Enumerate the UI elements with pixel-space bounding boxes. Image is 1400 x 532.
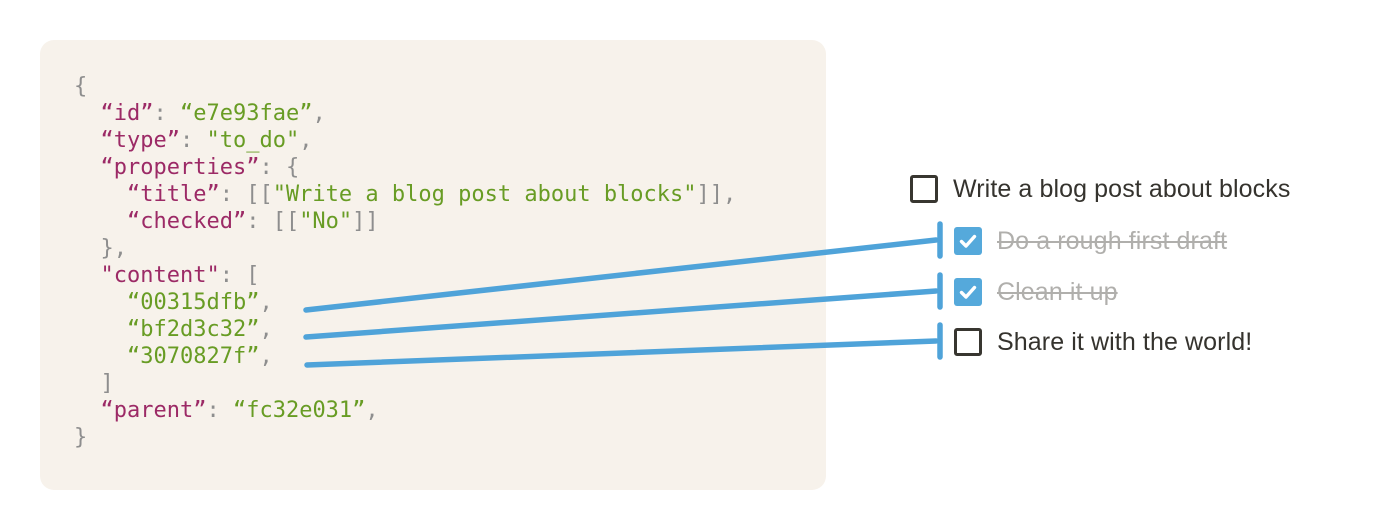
- todo-item-rough-draft: Do a rough first draft: [954, 226, 1227, 256]
- todo-label: Do a rough first draft: [997, 226, 1228, 255]
- json-code-text: { “id”: “e7e93fae”, “type”: "to_do", “pr…: [74, 74, 737, 450]
- todo-item-write-blog-post: Write a blog post about blocks: [910, 174, 1290, 204]
- todo-item-clean-it-up: Clean it up: [954, 277, 1118, 307]
- json-code-block: { “id”: “e7e93fae”, “type”: "to_do", “pr…: [40, 40, 826, 490]
- checkbox-checked[interactable]: [954, 278, 982, 306]
- todo-item-share-it: Share it with the world!: [954, 327, 1252, 357]
- todo-label: Write a blog post about blocks: [953, 174, 1291, 203]
- checkbox-checked[interactable]: [954, 227, 982, 255]
- todo-label: Clean it up: [997, 277, 1118, 306]
- checkbox-unchecked[interactable]: [954, 328, 982, 356]
- checkmark-icon: [959, 234, 977, 248]
- checkmark-icon: [959, 285, 977, 299]
- todo-label: Share it with the world!: [997, 327, 1253, 356]
- checkbox-unchecked[interactable]: [910, 175, 938, 203]
